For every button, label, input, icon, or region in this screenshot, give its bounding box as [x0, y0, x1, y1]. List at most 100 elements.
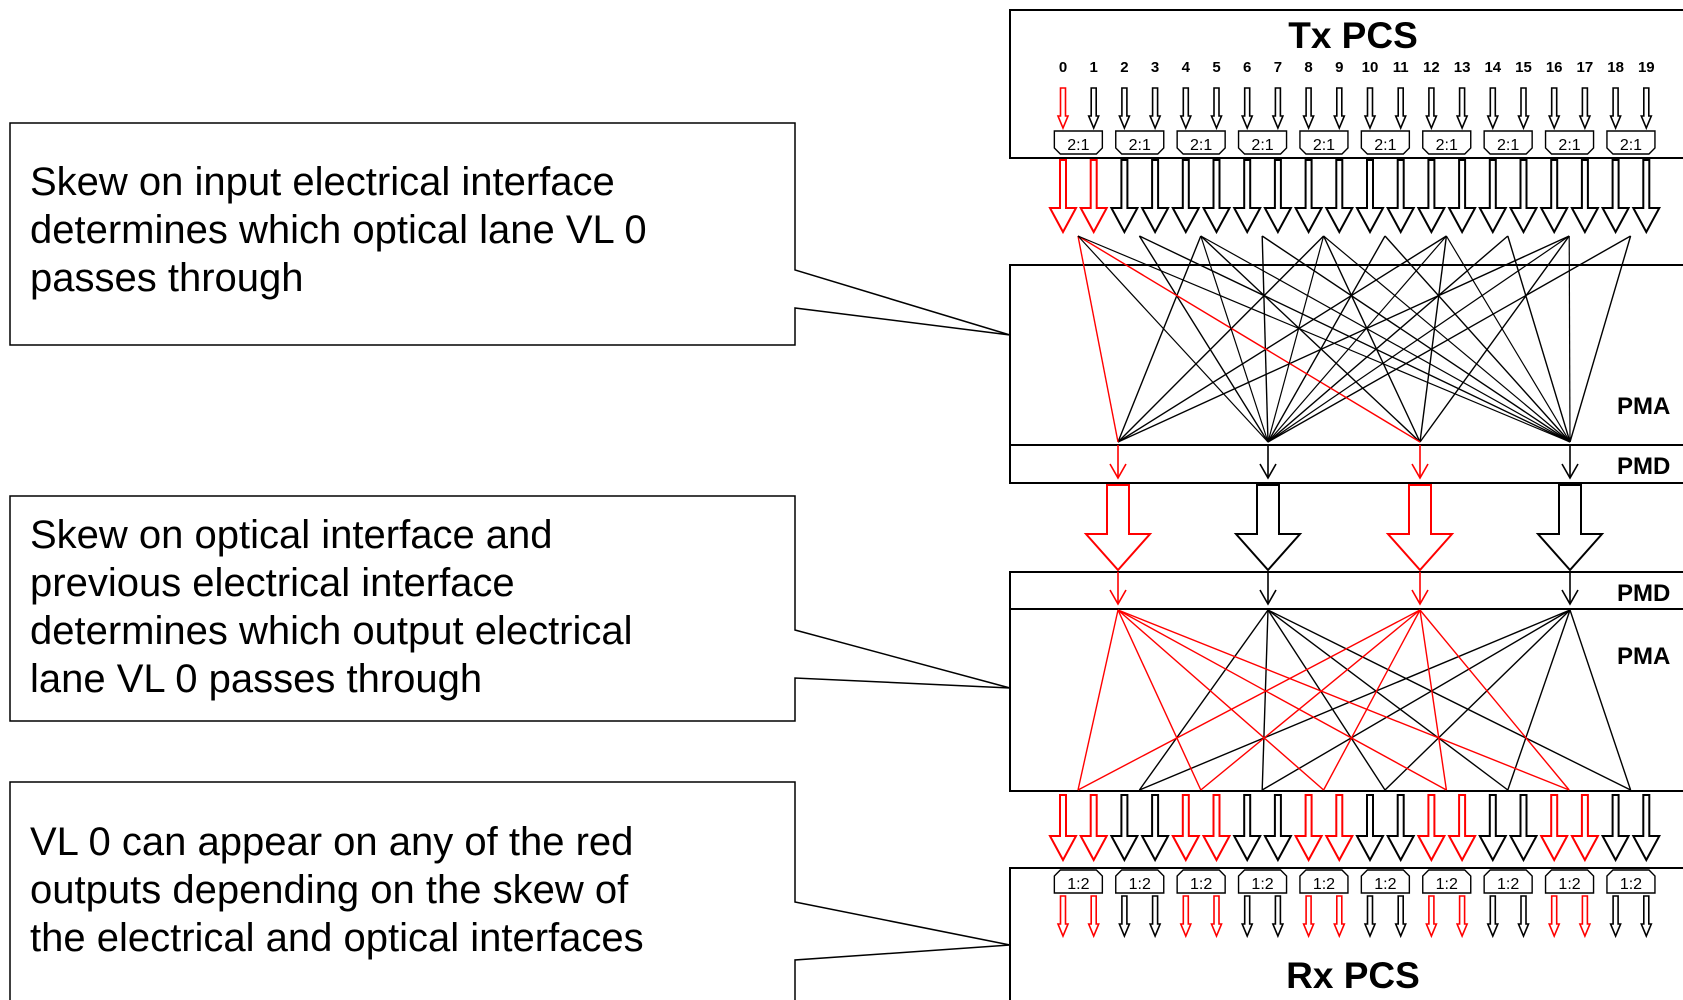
svg-text:2:1: 2:1 [1620, 137, 1642, 154]
rx-lane-arrow [1578, 895, 1592, 939]
svg-text:1:2: 1:2 [1436, 876, 1458, 893]
lane-number: 13 [1454, 59, 1471, 76]
svg-text:1:2: 1:2 [1558, 876, 1580, 893]
electrical-output-arrow [1355, 794, 1385, 863]
lane-number: 6 [1243, 59, 1251, 76]
mux-2-1: 2:1 [1422, 130, 1472, 155]
rx-lane-arrow [1271, 895, 1285, 939]
electrical-output-arrow [1232, 794, 1262, 863]
pmd-top-block [1009, 444, 1683, 484]
rx-lane-arrow [1425, 895, 1438, 939]
demux-1-2: 1:2 [1115, 869, 1165, 894]
electrical-output-arrow [1079, 794, 1109, 863]
pma-bottom-path [1322, 609, 1421, 791]
tx-lane-arrow [1363, 87, 1377, 131]
electrical-lane-arrow [1539, 159, 1569, 235]
electrical-output-arrow [1386, 794, 1416, 863]
demux-1-2: 1:2 [1053, 869, 1104, 894]
callout-3-line-2: outputs depending on the skew of [30, 868, 629, 912]
rx-lane-arrow [1087, 895, 1100, 939]
pma-bottom-path [1117, 609, 1202, 791]
mux-2-1: 2:1 [1115, 130, 1165, 155]
pma-top-path [1077, 235, 1269, 443]
electrical-lane-arrow [1232, 159, 1262, 235]
svg-text:1:2: 1:2 [1620, 876, 1642, 893]
demux-1-2: 1:2 [1483, 869, 1533, 894]
electrical-output-arrow [1416, 794, 1447, 863]
lane-number: 7 [1274, 59, 1282, 76]
electrical-output-arrow [1600, 794, 1631, 863]
lane-number: 5 [1212, 59, 1220, 76]
pmd-bottom-label: PMD [1617, 580, 1670, 607]
svg-text:1:2: 1:2 [1129, 876, 1151, 893]
tx-lane-arrow [1118, 87, 1131, 131]
lane-number: 12 [1423, 59, 1440, 76]
rx-lane-arrow [1056, 895, 1070, 939]
electrical-output-arrow [1570, 794, 1600, 863]
rx-pcs-label: Rx PCS [1286, 955, 1420, 996]
rx-lane-arrow [1363, 895, 1377, 939]
callout-1-box [9, 122, 1011, 346]
callout-3-line-1: VL 0 can appear on any of the red [30, 820, 633, 864]
pma-top-path [1261, 235, 1571, 443]
pma-top-path [1267, 235, 1631, 443]
mux-2-1: 2:1 [1237, 130, 1288, 155]
tx-lane-arrow [1517, 87, 1530, 131]
electrical-lane-arrow [1600, 159, 1631, 235]
tx-lane-arrow [1425, 87, 1438, 131]
svg-text:1:2: 1:2 [1067, 876, 1089, 893]
tx-lane-arrow [1241, 87, 1254, 131]
tx-lane-arrow [1640, 87, 1653, 131]
pma-bottom-path [1384, 609, 1571, 791]
electrical-lane-arrow [1570, 159, 1600, 235]
svg-text:1:2: 1:2 [1374, 876, 1396, 893]
svg-text:2:1: 2:1 [1313, 137, 1335, 154]
callout-2-box [9, 495, 1011, 722]
pma-bottom-path [1507, 609, 1571, 791]
pma-top-path [1117, 235, 1325, 443]
electrical-lane-arrow [1048, 159, 1078, 235]
tx-lane-arrow [1548, 87, 1561, 131]
pma-top-label: PMA [1617, 393, 1670, 420]
optical-lane-arrow [1083, 484, 1153, 572]
mux-2-1: 2:1 [1483, 130, 1533, 155]
electrical-lane-arrow [1355, 159, 1385, 235]
optical-lane-arrow [1385, 484, 1455, 572]
pma-top-path [1077, 235, 1571, 443]
electrical-lane-arrow [1263, 159, 1293, 235]
svg-text:2:1: 2:1 [1190, 137, 1212, 154]
pmd-bottom-block [1009, 571, 1683, 610]
pma-bottom-path [1261, 609, 1571, 791]
lane-number: 11 [1393, 59, 1409, 76]
electrical-lane-arrow [1171, 159, 1201, 235]
electrical-output-arrow [1478, 794, 1508, 863]
electrical-lane-arrow [1478, 159, 1508, 235]
rx-lane-arrow [1302, 895, 1315, 939]
pmd-bottom-arrows [1109, 572, 1579, 606]
pma-top-path [1077, 235, 1119, 443]
electrical-output-arrow [1508, 794, 1539, 863]
callout-1: Skew on input electrical interface deter… [9, 122, 1011, 346]
tx-lane-arrow [1455, 87, 1469, 131]
pma-top-path [1267, 235, 1509, 443]
callout-2-line-4: lane VL 0 passes through [30, 657, 482, 701]
electrical-output-arrows [1048, 794, 1661, 863]
pma-top-path [1419, 235, 1570, 443]
svg-text:2:1: 2:1 [1374, 137, 1396, 154]
rx-lane-arrow [1609, 895, 1622, 939]
demux-1-2: 1:2 [1299, 869, 1349, 894]
pma-top-path [1267, 235, 1325, 443]
rx-lane-arrow [1210, 895, 1223, 939]
callout-2-line-1: Skew on optical interface and [30, 513, 553, 557]
electrical-output-arrow [1447, 794, 1477, 863]
pma-bottom-path [1419, 609, 1570, 791]
pma-bottom-path [1138, 609, 1269, 791]
lane-number: 8 [1304, 59, 1312, 76]
svg-text:1:2: 1:2 [1190, 876, 1212, 893]
callout-1-line-1: Skew on input electrical interface [30, 160, 615, 204]
lane-number: 17 [1577, 59, 1594, 76]
pma-top-path [1117, 235, 1570, 443]
